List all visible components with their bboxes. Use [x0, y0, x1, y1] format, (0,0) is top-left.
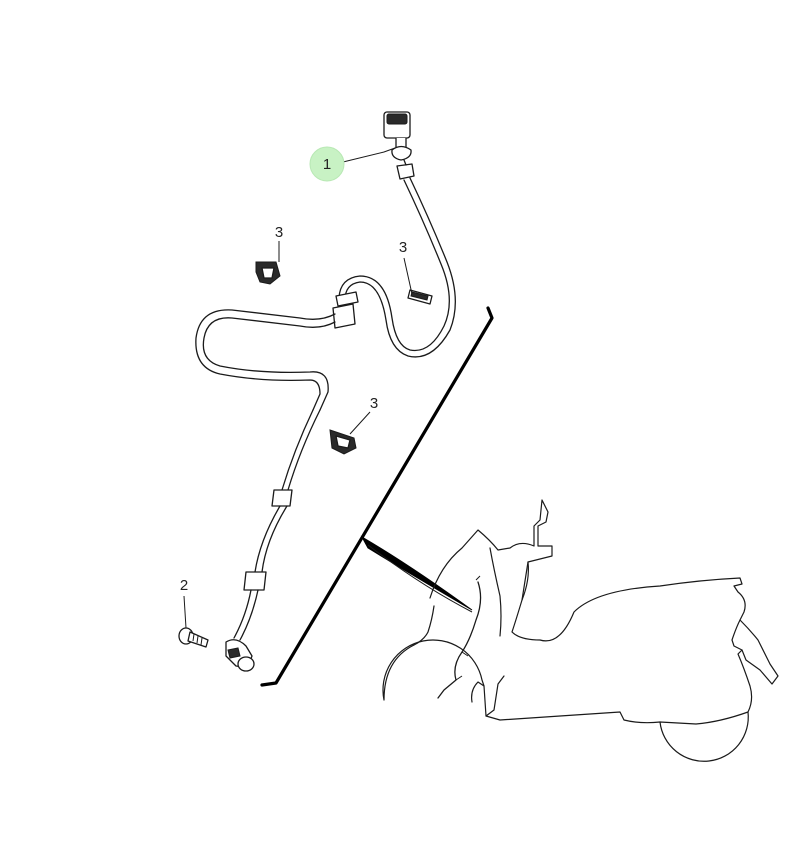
detail-frame [260, 306, 494, 687]
callout-1[interactable]: 1 [309, 146, 345, 182]
callout-3b-label[interactable]: 3 [399, 239, 407, 256]
clamp-middle[interactable] [329, 429, 357, 455]
scooter-outline [382, 499, 779, 762]
sensor-lead[interactable] [195, 111, 456, 672]
grommet-top [396, 163, 415, 180]
clamp-upper-right[interactable] [407, 289, 433, 305]
grommet-middle [332, 291, 359, 329]
grommet-lower-2 [243, 571, 267, 591]
clamp-upper-left[interactable] [255, 261, 281, 285]
callout-2-label[interactable]: 2 [180, 577, 188, 594]
leader-3b [403, 257, 413, 295]
front-wheel [382, 639, 485, 701]
bolt[interactable] [178, 627, 209, 648]
sensor-connector [383, 111, 412, 161]
callout-1-highlight [309, 146, 345, 182]
callout-1-label: 1 [323, 156, 331, 173]
leader-1 [342, 147, 396, 163]
detail-pointer-line [367, 544, 473, 613]
callout-3c-label[interactable]: 3 [370, 395, 378, 412]
callout-3a-label[interactable]: 3 [275, 224, 283, 241]
detail-pointer [360, 535, 473, 611]
rear-wheel [659, 711, 749, 762]
grommet-lower-1 [271, 489, 293, 507]
scooter-body [429, 499, 779, 725]
leader-3c [349, 411, 371, 435]
scooter-wiring [437, 581, 482, 699]
sensor-head [225, 639, 255, 672]
leader-2 [183, 595, 187, 629]
